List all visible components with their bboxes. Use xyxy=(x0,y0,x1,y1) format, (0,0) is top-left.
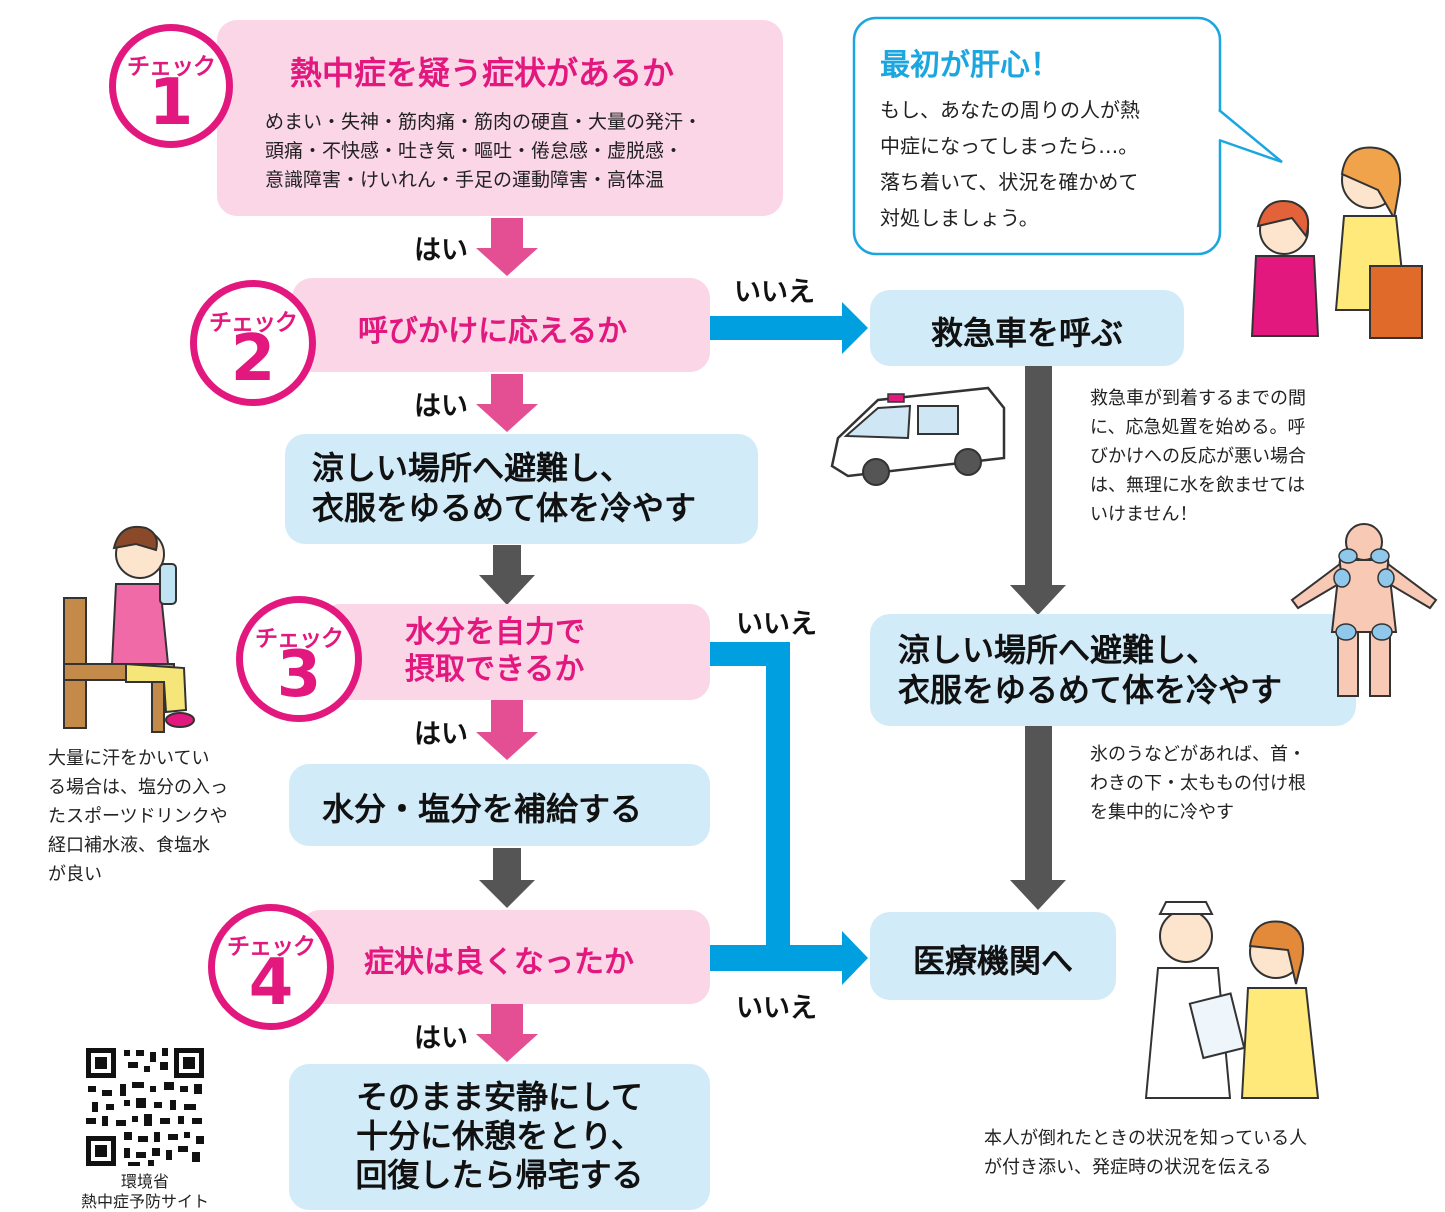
yes-label-3: はい xyxy=(414,719,468,750)
note-line: が良い xyxy=(48,864,102,885)
step3-title-line: 水分を自力で xyxy=(405,615,585,650)
no-label-2: いいえ xyxy=(734,277,815,308)
no-arrow-2 xyxy=(710,302,868,354)
action-line: 涼しい場所へ避難し、 xyxy=(898,631,1219,669)
action-line: 衣服をゆるめて体を冷やす xyxy=(898,671,1283,709)
yes-label-1: はい xyxy=(414,235,468,266)
symptom-line: めまい・失神・筋肉痛・筋肉の硬直・大量の発汗・ xyxy=(265,111,703,133)
symptom-line: 頭痛・不快感・吐き気・嘔吐・倦怠感・虚脱感・ xyxy=(265,140,684,162)
qr-caption: 環境省 熱中症予防サイト xyxy=(40,1172,250,1212)
callout-body: もし、あなたの周りの人が熱 中症になってしまったら…。 落ち着いて、状況を確かめ… xyxy=(880,92,1140,236)
action-call-ambulance-text: 救急車を呼ぶ xyxy=(930,314,1123,352)
check-badge-2: チェック 2 xyxy=(190,280,316,406)
action-cool-right-text: 涼しい場所へ避難し、 衣服をゆるめて体を冷やす xyxy=(898,630,1282,710)
qr-caption-line: 環境省 xyxy=(120,1172,169,1191)
check-number: 2 xyxy=(230,322,276,396)
check-label: チェック xyxy=(255,626,344,652)
step2-box xyxy=(292,278,710,372)
yes-arrow-3 xyxy=(476,700,538,760)
action-call-ambulance xyxy=(870,290,1184,366)
note-line: に、応急処置を始める。呼 xyxy=(1090,417,1306,438)
down-arrow-right-1 xyxy=(1010,366,1066,615)
check-badge-1: チェック 1 xyxy=(109,24,233,148)
callout-line: 中症になってしまったら…。 xyxy=(880,134,1139,158)
no-arrow-4 xyxy=(710,931,868,985)
action-hospital-text: 医療機関へ xyxy=(912,942,1073,980)
down-arrow-left-1 xyxy=(479,545,535,605)
yes-arrow-1 xyxy=(476,218,538,276)
note-line: 救急車が到着するまでの間 xyxy=(1090,388,1306,409)
girl-drinking-illustration xyxy=(63,526,195,733)
note-ambulance: 救急車が到着するまでの間 に、応急処置を始める。呼 びかけへの反応が悪い場合 は… xyxy=(1090,384,1306,529)
yes-label-4: はい xyxy=(414,1023,468,1054)
note-line: は、無理に水を飲ませては xyxy=(1090,475,1306,496)
action-line: 衣服をゆるめて体を冷やす xyxy=(312,489,697,527)
action-cool-right xyxy=(870,614,1356,726)
nurse-and-patient-illustration xyxy=(1144,901,1320,1099)
step1-box xyxy=(217,20,783,216)
note-line: 大量に汗をかいてい xyxy=(48,748,210,769)
step3-box xyxy=(320,604,710,700)
action-rest xyxy=(289,1064,710,1210)
action-hydrate-text: 水分・塩分を補給する xyxy=(322,790,643,828)
step1-symptoms: めまい・失神・筋肉痛・筋肉の硬直・大量の発汗・ 頭痛・不快感・吐き気・嘔吐・倦怠… xyxy=(265,108,702,195)
no-label-4: いいえ xyxy=(736,993,817,1024)
callout-line: 落ち着いて、状況を確かめて xyxy=(880,170,1139,194)
action-hospital xyxy=(870,912,1116,1000)
step3-title-line: 摂取できるか xyxy=(405,652,585,687)
callout-line: 対処しましょう。 xyxy=(880,206,1039,230)
note-line: たスポーツドリンクや xyxy=(48,806,228,827)
yes-arrow-4 xyxy=(476,1004,538,1062)
woman-and-girl-illustration xyxy=(1250,146,1423,339)
check-badge-4: チェック 4 xyxy=(208,904,334,1030)
action-cool-left xyxy=(285,434,758,544)
note-companion: 本人が倒れたときの状況を知っている人 が付き添い、発症時の状況を伝える xyxy=(984,1124,1307,1182)
note-sweat: 大量に汗をかいてい る場合は、塩分の入っ たスポーツドリンクや 経口補水液、食塩… xyxy=(48,744,228,889)
cooling-body-illustration xyxy=(1290,523,1438,697)
note-line: 氷のうなどがあれば、首・ xyxy=(1090,744,1306,765)
action-line: そのまま安静にして xyxy=(355,1078,644,1116)
yes-arrow-2 xyxy=(476,374,538,432)
note-line: が付き添い、発症時の状況を伝える xyxy=(984,1157,1272,1178)
note-ice: 氷のうなどがあれば、首・ わきの下・太ももの付け根 を集中的に冷やす xyxy=(1090,740,1306,827)
action-rest-text: そのまま安静にして 十分に休憩をとり、 回復したら帰宅する xyxy=(289,1078,710,1195)
check-badge-3: チェック 3 xyxy=(236,596,362,722)
action-hydrate xyxy=(289,764,710,846)
no-label-3: いいえ xyxy=(736,609,817,640)
note-line: びかけへの反応が悪い場合 xyxy=(1090,446,1306,467)
callout-title: 最初が肝心！ xyxy=(880,48,1060,83)
check-label: チェック xyxy=(127,54,216,80)
no-arrow-3-line xyxy=(710,642,790,945)
action-line: 回復したら帰宅する xyxy=(355,1156,644,1194)
callout-bubble xyxy=(852,16,1283,256)
step2-title: 呼びかけに応えるか xyxy=(358,314,628,349)
callout-line: もし、あなたの周りの人が熱 xyxy=(880,98,1140,122)
note-line: 経口補水液、食塩水 xyxy=(48,835,210,856)
step4-title: 症状は良くなったか xyxy=(364,945,634,980)
symptom-line: 意識障害・けいれん・手足の運動障害・高体温 xyxy=(265,169,665,191)
check-number: 4 xyxy=(248,946,294,1020)
check-number: 3 xyxy=(276,638,322,712)
action-line: 十分に休憩をとり、 xyxy=(356,1117,643,1155)
note-line: いけません！ xyxy=(1090,504,1198,525)
check-number: 1 xyxy=(148,66,194,140)
step1-title: 熱中症を疑う症状があるか xyxy=(290,54,675,92)
action-line: 涼しい場所へ避難し、 xyxy=(312,449,633,487)
yes-label-2: はい xyxy=(414,391,468,422)
step4-box xyxy=(300,910,710,1004)
note-line: わきの下・太ももの付け根 xyxy=(1090,773,1306,794)
ambulance-illustration xyxy=(830,386,1006,486)
check-label: チェック xyxy=(227,934,316,960)
down-arrow-right-2 xyxy=(1010,726,1066,910)
step3-title: 水分を自力で 摂取できるか xyxy=(405,614,585,688)
note-line: 本人が倒れたときの状況を知っている人 xyxy=(984,1128,1308,1149)
down-arrow-left-2 xyxy=(479,848,535,908)
qr-code[interactable] xyxy=(84,1046,206,1168)
qr-caption-line: 熱中症予防サイト xyxy=(80,1192,209,1211)
check-label: チェック xyxy=(209,310,298,336)
note-line: を集中的に冷やす xyxy=(1090,802,1234,823)
action-cool-left-text: 涼しい場所へ避難し、 衣服をゆるめて体を冷やす xyxy=(312,448,696,528)
note-line: る場合は、塩分の入っ xyxy=(48,777,228,798)
